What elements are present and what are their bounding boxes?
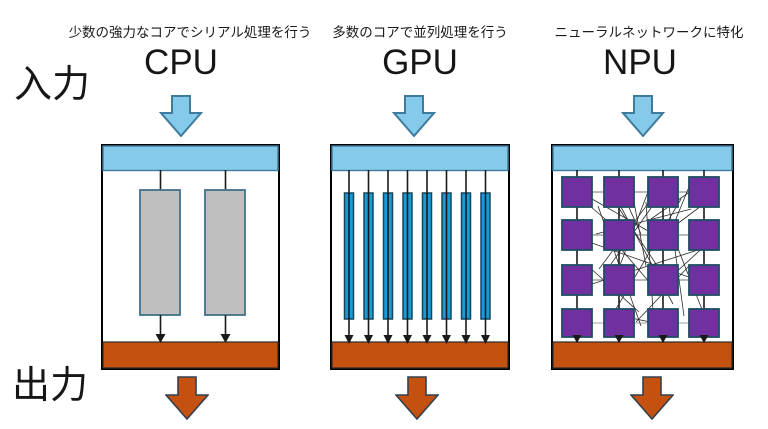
- output-label: 出力: [12, 365, 89, 407]
- gpu-input-bus: [331, 145, 509, 172]
- npu-core: [561, 219, 593, 251]
- npu-caption: ニューラルネットワークに特化: [554, 25, 744, 40]
- cpu-core: [204, 189, 246, 316]
- npu-core: [603, 219, 635, 251]
- gpu-diagram: [330, 144, 510, 370]
- npu-core: [603, 308, 635, 338]
- npu-core: [561, 264, 593, 296]
- gpu-output-arrow-down-icon: [395, 376, 439, 420]
- cpu-title: CPU: [144, 43, 218, 82]
- cpu-input-arrow-down-icon: [159, 95, 203, 137]
- npu-core: [688, 308, 720, 338]
- gpu-caption: 多数のコアで並列処理を行う: [332, 25, 508, 40]
- cpu-output-bus: [102, 341, 279, 369]
- cpu-input-bus: [102, 145, 279, 172]
- npu-core: [647, 219, 679, 251]
- npu-diagram: [551, 144, 734, 370]
- npu-core: [647, 176, 679, 208]
- gpu-title: GPU: [382, 43, 458, 82]
- npu-core: [561, 308, 593, 338]
- input-label: 入力: [14, 64, 91, 106]
- cpu-output-arrow-down-icon: [165, 376, 209, 420]
- npu-core: [688, 264, 720, 296]
- cpu-core: [139, 189, 181, 316]
- npu-core: [603, 264, 635, 296]
- npu-core: [647, 264, 679, 296]
- gpu-output-bus: [331, 341, 509, 369]
- npu-core: [688, 176, 720, 208]
- npu-output-bus: [552, 341, 733, 369]
- cpu-diagram: [101, 144, 280, 370]
- cpu-caption: 少数の強力なコアでシリアル処理を行う: [68, 25, 312, 40]
- npu-core: [561, 176, 593, 208]
- npu-core: [647, 308, 679, 338]
- npu-core: [688, 219, 720, 251]
- npu-input-bus: [552, 145, 733, 172]
- npu-input-arrow-down-icon: [621, 95, 665, 137]
- npu-core: [603, 176, 635, 208]
- npu-title: NPU: [603, 43, 677, 82]
- npu-output-arrow-down-icon: [630, 376, 674, 420]
- gpu-input-arrow-down-icon: [392, 95, 436, 137]
